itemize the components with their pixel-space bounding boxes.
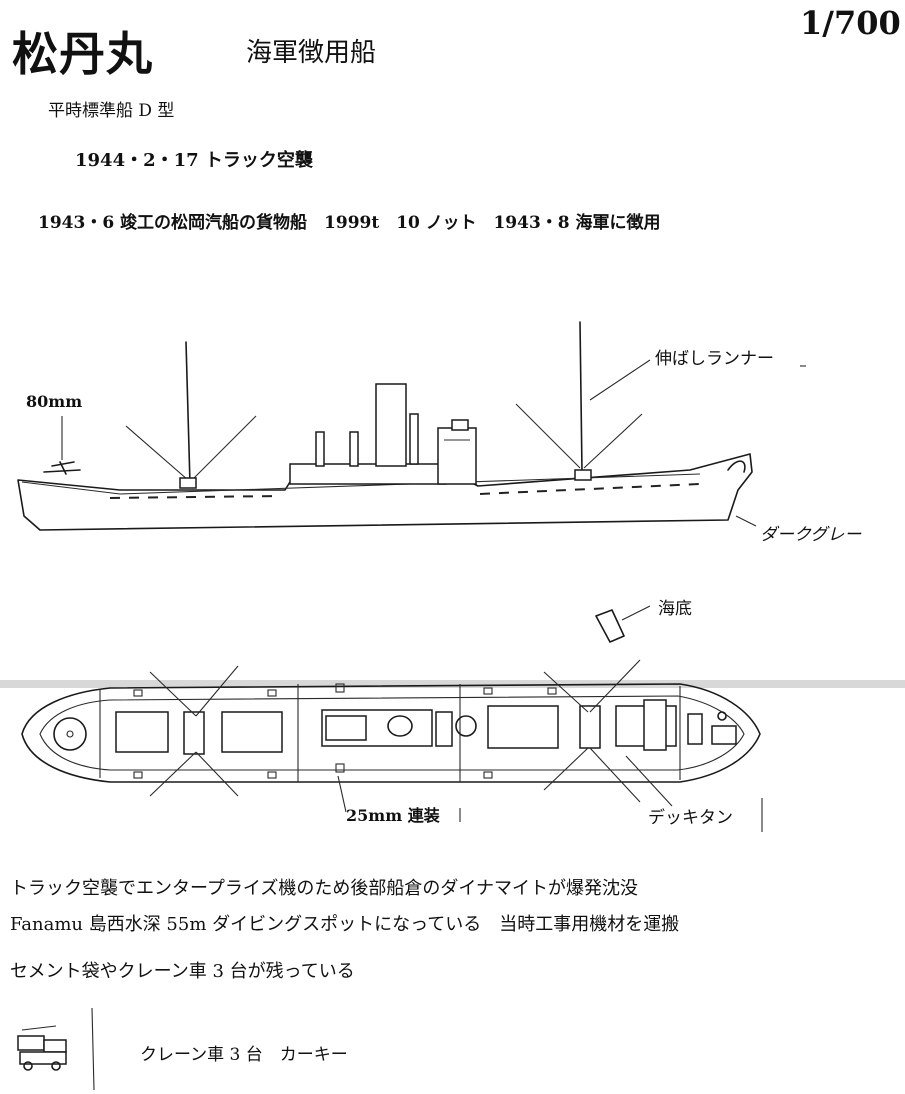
side-profile — [17, 321, 806, 531]
scale-label: 1/700 — [800, 4, 901, 42]
specs-line: 1943・6 竣工の松岡汽船の貨物船 1999t 10 ノット 1943・8 海… — [38, 213, 661, 233]
seabed-marker — [595, 605, 651, 643]
crane-truck-sketch — [17, 1007, 95, 1091]
aa-gun-label: 25mm 連装 — [346, 806, 440, 825]
runner-label: 伸ばしランナー — [655, 349, 774, 369]
color-label: ダークグレー — [760, 525, 862, 545]
note-line-2: Fanamu 島西水深 55m ダイビングスポットになっている 当時工事用機材を… — [10, 914, 680, 935]
crane-note: クレーン車 3 台 カーキー — [140, 1045, 348, 1065]
deck-tank-label: デッキタン — [648, 808, 733, 828]
note-line-1: トラック空襲でエンタープライズ機のため後部船倉のダイナマイトが爆発沈没 — [10, 878, 639, 899]
ship-class: 平時標準船 D 型 — [48, 101, 175, 121]
page-title: 松丹丸 — [12, 27, 153, 81]
event-line: 1944・2・17 トラック空襲 — [75, 150, 313, 171]
gun-label: 80mm — [26, 392, 83, 411]
seabed-label: 海底 — [658, 599, 692, 619]
page-subtitle: 海軍徴用船 — [246, 38, 377, 68]
note-line-3: セメント袋やクレーン車 3 台が残っている — [10, 961, 355, 982]
plan-view — [21, 659, 763, 832]
